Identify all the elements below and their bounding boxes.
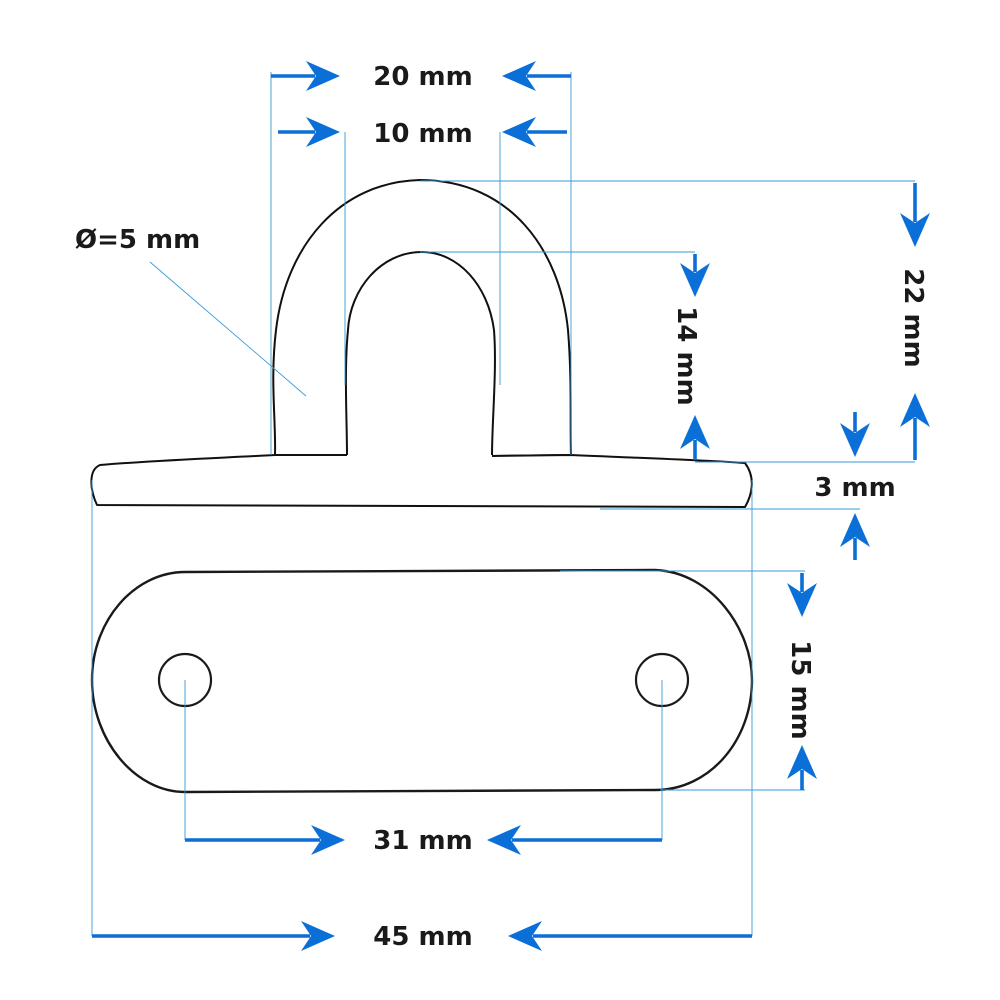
arrow-31mm-right: [487, 825, 662, 855]
dimension-labels: 20 mm 10 mm Ø=5 mm 22 mm 14 mm 3 mm 15 m…: [75, 62, 928, 952]
arrow-10mm-left: [278, 117, 340, 147]
label-hole-spacing: 31 mm: [373, 826, 472, 856]
arrow-20mm-right: [502, 61, 571, 91]
extension-lines: [91, 72, 915, 936]
eye-loop-outline: [272, 179, 572, 457]
arrow-15mm-top: [787, 573, 817, 617]
arrow-3mm-bottom: [840, 513, 870, 560]
arrow-22mm-top: [900, 183, 930, 247]
arrow-45mm-left: [92, 921, 335, 951]
arrow-10mm-right: [502, 117, 567, 147]
side-view: [90, 179, 753, 508]
arrow-20mm-left: [271, 61, 340, 91]
arrow-3mm-top: [840, 412, 870, 457]
arrow-22mm-bottom: [900, 393, 930, 460]
base-flange-outline: [90, 454, 753, 508]
label-wire-diameter: Ø=5 mm: [75, 225, 200, 255]
top-view: [90, 568, 754, 794]
base-plate-outline: [90, 568, 754, 794]
label-total-length: 45 mm: [373, 922, 472, 952]
arrow-45mm-right: [508, 921, 752, 951]
label-plate-width: 15 mm: [785, 640, 815, 739]
arrow-14mm-bottom: [680, 415, 710, 460]
arrow-31mm-left: [185, 825, 345, 855]
label-loop-outer-width: 20 mm: [373, 62, 472, 92]
arrow-14mm-top: [680, 254, 710, 297]
label-total-height: 22 mm: [898, 268, 928, 367]
label-loop-inner-width: 10 mm: [373, 119, 472, 149]
label-inner-height: 14 mm: [671, 306, 701, 405]
arrow-15mm-bottom: [787, 745, 817, 790]
dimension-arrows: [92, 61, 930, 951]
label-base-thickness: 3 mm: [814, 473, 895, 503]
